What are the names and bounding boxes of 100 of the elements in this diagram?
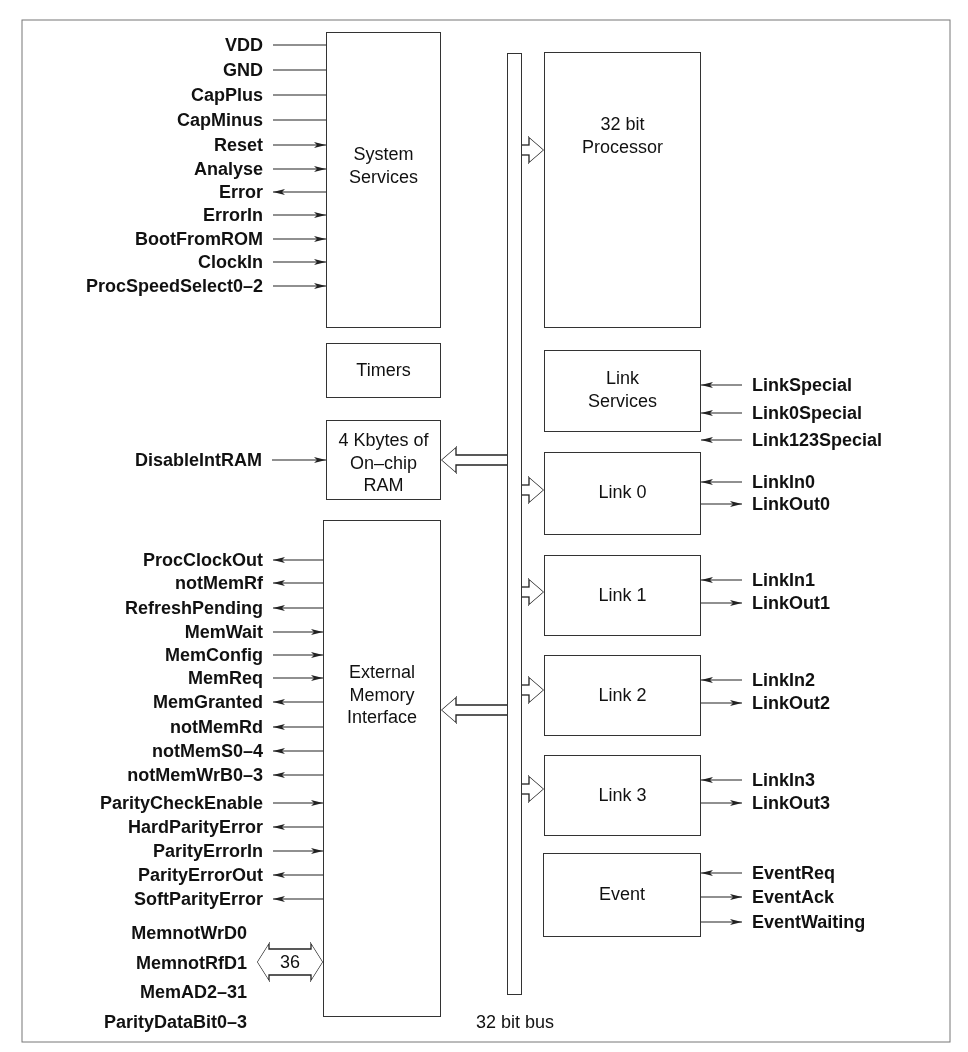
arrow [272, 896, 324, 902]
arrow [272, 166, 327, 172]
block-label: Link Services [587, 367, 658, 412]
signal-label: EventWaiting [752, 911, 866, 933]
arrow [272, 212, 327, 218]
signal-label: SoftParityError [133, 888, 263, 910]
block-box [544, 350, 701, 432]
signal-label: Reset [213, 134, 263, 156]
bus-arrow [522, 676, 545, 704]
arrow [700, 479, 743, 485]
signal-label: LinkOut2 [752, 692, 830, 714]
signal-label: Link0Special [752, 402, 863, 424]
connector-line [272, 44, 327, 46]
arrow [272, 872, 324, 878]
arrow [271, 457, 327, 463]
block-box [544, 52, 701, 328]
signal-label: LinkIn0 [752, 471, 815, 493]
signal-label: ParityDataBit0–3 [103, 1011, 247, 1033]
block-label: 4 Kbytes of On–chip RAM [337, 429, 430, 497]
arrow [272, 189, 327, 195]
arrow [272, 580, 324, 586]
signal-label: ParityErrorIn [152, 840, 263, 862]
arrow [272, 557, 324, 563]
bus-arrow [522, 775, 545, 803]
block-box [326, 343, 441, 398]
signal-label: MemAD2–31 [139, 981, 247, 1003]
arrow [700, 870, 743, 876]
block-label: Timers [355, 359, 412, 382]
signal-label: EventReq [752, 862, 836, 884]
signal-label: notMemRd [170, 716, 263, 738]
arrow [272, 259, 327, 265]
signal-label: Error [219, 181, 263, 203]
signal-label: LinkIn2 [752, 669, 815, 691]
arrow [272, 824, 324, 830]
block-box [323, 520, 441, 1017]
arrow [272, 848, 324, 854]
block-label: Link 1 [597, 584, 648, 607]
signal-label: ParityCheckEnable [99, 792, 263, 814]
arrow [700, 800, 743, 806]
signal-label: ProcSpeedSelect0–2 [85, 275, 263, 297]
bus-arrow [522, 578, 545, 606]
signal-label: BootFromROM [135, 228, 263, 250]
block-label: Event [598, 883, 646, 906]
arrow [700, 382, 743, 388]
signal-label: ProcClockOut [142, 549, 263, 571]
signal-label: MemnotWrD0 [131, 922, 247, 944]
arrow [700, 677, 743, 683]
signal-label: Link123Special [752, 429, 883, 451]
arrow [700, 777, 743, 783]
connector-line [272, 119, 327, 121]
signal-label: LinkOut1 [752, 592, 830, 614]
arrow [700, 501, 743, 507]
block-label: Link 3 [597, 784, 648, 807]
signal-label: ClockIn [198, 251, 263, 273]
signal-label: notMemWrB0–3 [127, 764, 263, 786]
arrow [272, 629, 324, 635]
bus-arrow [440, 696, 507, 724]
signal-label: VDD [225, 34, 263, 56]
block-box [326, 420, 441, 500]
block-box [544, 555, 701, 636]
signal-label: HardParityError [127, 816, 263, 838]
signal-label: LinkSpecial [752, 374, 853, 396]
signal-label: notMemRf [175, 572, 263, 594]
arrow [272, 142, 327, 148]
block-label: Link 2 [597, 684, 648, 707]
signal-label: LinkOut3 [752, 792, 830, 814]
block-label: 32 bit Processor [581, 113, 664, 158]
signal-label: Analyse [193, 158, 263, 180]
arrow [700, 437, 743, 443]
block-label: Link 0 [597, 481, 648, 504]
signal-label: EventAck [752, 886, 835, 908]
bus-arrow [440, 446, 507, 474]
signal-label: notMemS0–4 [151, 740, 263, 762]
bus-label: 32 bit bus [474, 1011, 556, 1033]
signal-label: ErrorIn [203, 204, 263, 226]
arrow [272, 772, 324, 778]
block-box [544, 452, 701, 535]
arrow [272, 283, 327, 289]
block-label: System Services [348, 143, 419, 188]
bus-arrow [256, 942, 324, 982]
signal-label: LinkIn1 [752, 569, 815, 591]
arrow [700, 577, 743, 583]
arrow [700, 919, 743, 925]
signal-label: MemWait [184, 621, 263, 643]
arrow [272, 800, 324, 806]
block-label: External Memory Interface [345, 661, 418, 729]
signal-label: DisableIntRAM [135, 449, 262, 471]
signal-label: ParityErrorOut [137, 864, 263, 886]
signal-label: MemGranted [152, 691, 263, 713]
signal-label: MemnotRfD1 [136, 952, 247, 974]
signal-label: MemConfig [165, 644, 263, 666]
arrow [272, 699, 324, 705]
arrow [272, 675, 324, 681]
arrow [272, 724, 324, 730]
signal-label: CapPlus [190, 84, 263, 106]
arrow [272, 652, 324, 658]
connector-line [272, 69, 327, 71]
arrow [700, 894, 743, 900]
edge-label: 36 [279, 951, 301, 973]
signal-label: LinkOut0 [752, 493, 830, 515]
